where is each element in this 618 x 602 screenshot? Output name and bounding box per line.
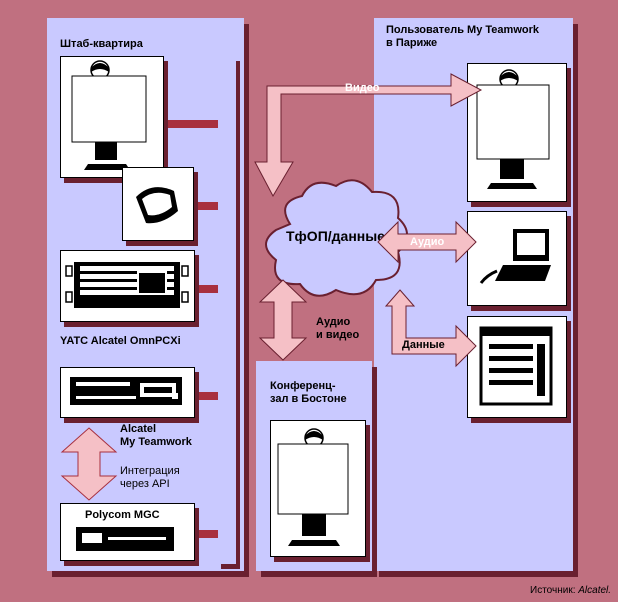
connector-polycom: [193, 530, 218, 538]
connector-video-terminal: [160, 120, 218, 128]
polycom-label: Polycom MGC: [85, 509, 160, 521]
boston-person-icon: [277, 428, 349, 546]
video-arrow: [254, 73, 483, 198]
video-label: Видео: [345, 82, 380, 94]
myteamwork-label: Alcatel My Teamwork: [120, 423, 192, 448]
hq-title: Штаб-квартира: [60, 38, 143, 50]
data-arrow: [384, 289, 477, 368]
source-prefix: Источник:: [530, 585, 576, 596]
audio-video-label: Аудио и видео: [316, 316, 360, 341]
audio-label: Аудио: [410, 236, 445, 248]
laptop-icon: [479, 229, 551, 284]
paris-title: Пользователь My Teamwork в Париже: [386, 24, 539, 49]
server-icon: [70, 377, 182, 405]
data-label: Данные: [402, 339, 445, 351]
integration-arrow: [60, 427, 118, 501]
source-note: Источник: Alcatel.: [530, 585, 611, 596]
integration-label: Интеграция через API: [120, 465, 180, 490]
data-window-icon: [479, 326, 553, 406]
connector-camera: [193, 202, 218, 210]
pbx-rack-icon: [65, 262, 189, 308]
audio-video-arrow: [258, 279, 308, 361]
hq-bus: [217, 56, 236, 564]
polycom-device-icon: [76, 527, 174, 551]
audio-arrow: [377, 220, 477, 264]
cloud-label: ТфОП/данные: [286, 228, 385, 244]
hq-person-icon: [71, 60, 147, 170]
connector-pbx: [193, 285, 218, 293]
connector-server: [193, 392, 218, 400]
source-name: Alcatel.: [578, 585, 612, 596]
paris-person-icon: [476, 69, 550, 189]
pbx-label: YATC Alcatel OmnPCXi: [60, 335, 181, 347]
camera-icon: [136, 187, 178, 224]
boston-title: Конференц- зал в Бостоне: [270, 380, 347, 405]
